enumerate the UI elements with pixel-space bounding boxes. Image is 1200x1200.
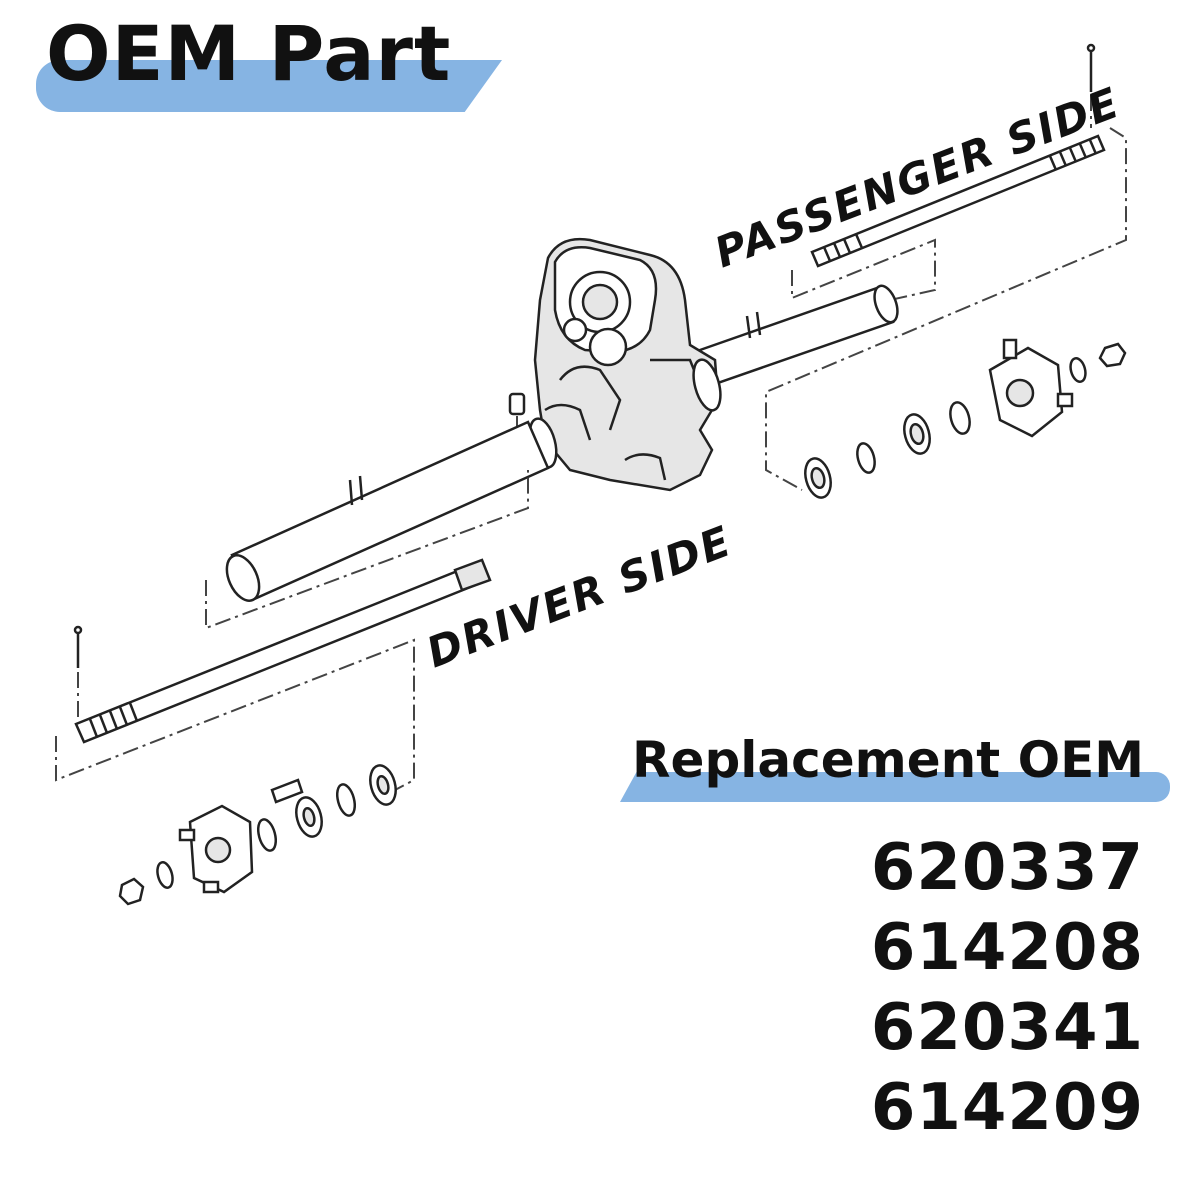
passenger-axle-tube: [698, 284, 899, 387]
part-number: 614209: [870, 1071, 1144, 1145]
passenger-side-hub-components: [804, 338, 1127, 499]
part-number: 620337: [870, 831, 1144, 905]
oem-part-title-block: OEM Part: [36, 6, 506, 114]
driver-side-dash-bracket: [55, 470, 529, 791]
driver-side-axle-shaft: [74, 558, 492, 744]
replacement-heading-block: Replacement OEM: [620, 728, 1172, 804]
passenger-side-label: PASSENGER SIDE: [708, 78, 1127, 278]
driver-side-label: DRIVER SIDE: [420, 516, 739, 677]
replacement-accent-band: [620, 772, 1170, 802]
driver-side-hub-components: [118, 764, 397, 906]
passenger-side-dash-bracket: [765, 127, 1127, 491]
replacement-heading: Replacement OEM: [632, 731, 1144, 789]
driver-axle-tube: [225, 420, 550, 602]
differential-housing: [528, 237, 722, 492]
part-number: 614208: [870, 911, 1144, 985]
title-accent-band: [36, 60, 502, 112]
page-title: OEM Part: [46, 9, 452, 98]
part-number: 620341: [870, 991, 1144, 1065]
part-number-list: 620337 614208 620341 614209: [871, 828, 1144, 1148]
driver-side-cotter-pin: [73, 625, 83, 720]
passenger-side-cotter-pin: [1086, 43, 1096, 128]
passenger-side-axle-shaft: [810, 134, 1106, 268]
